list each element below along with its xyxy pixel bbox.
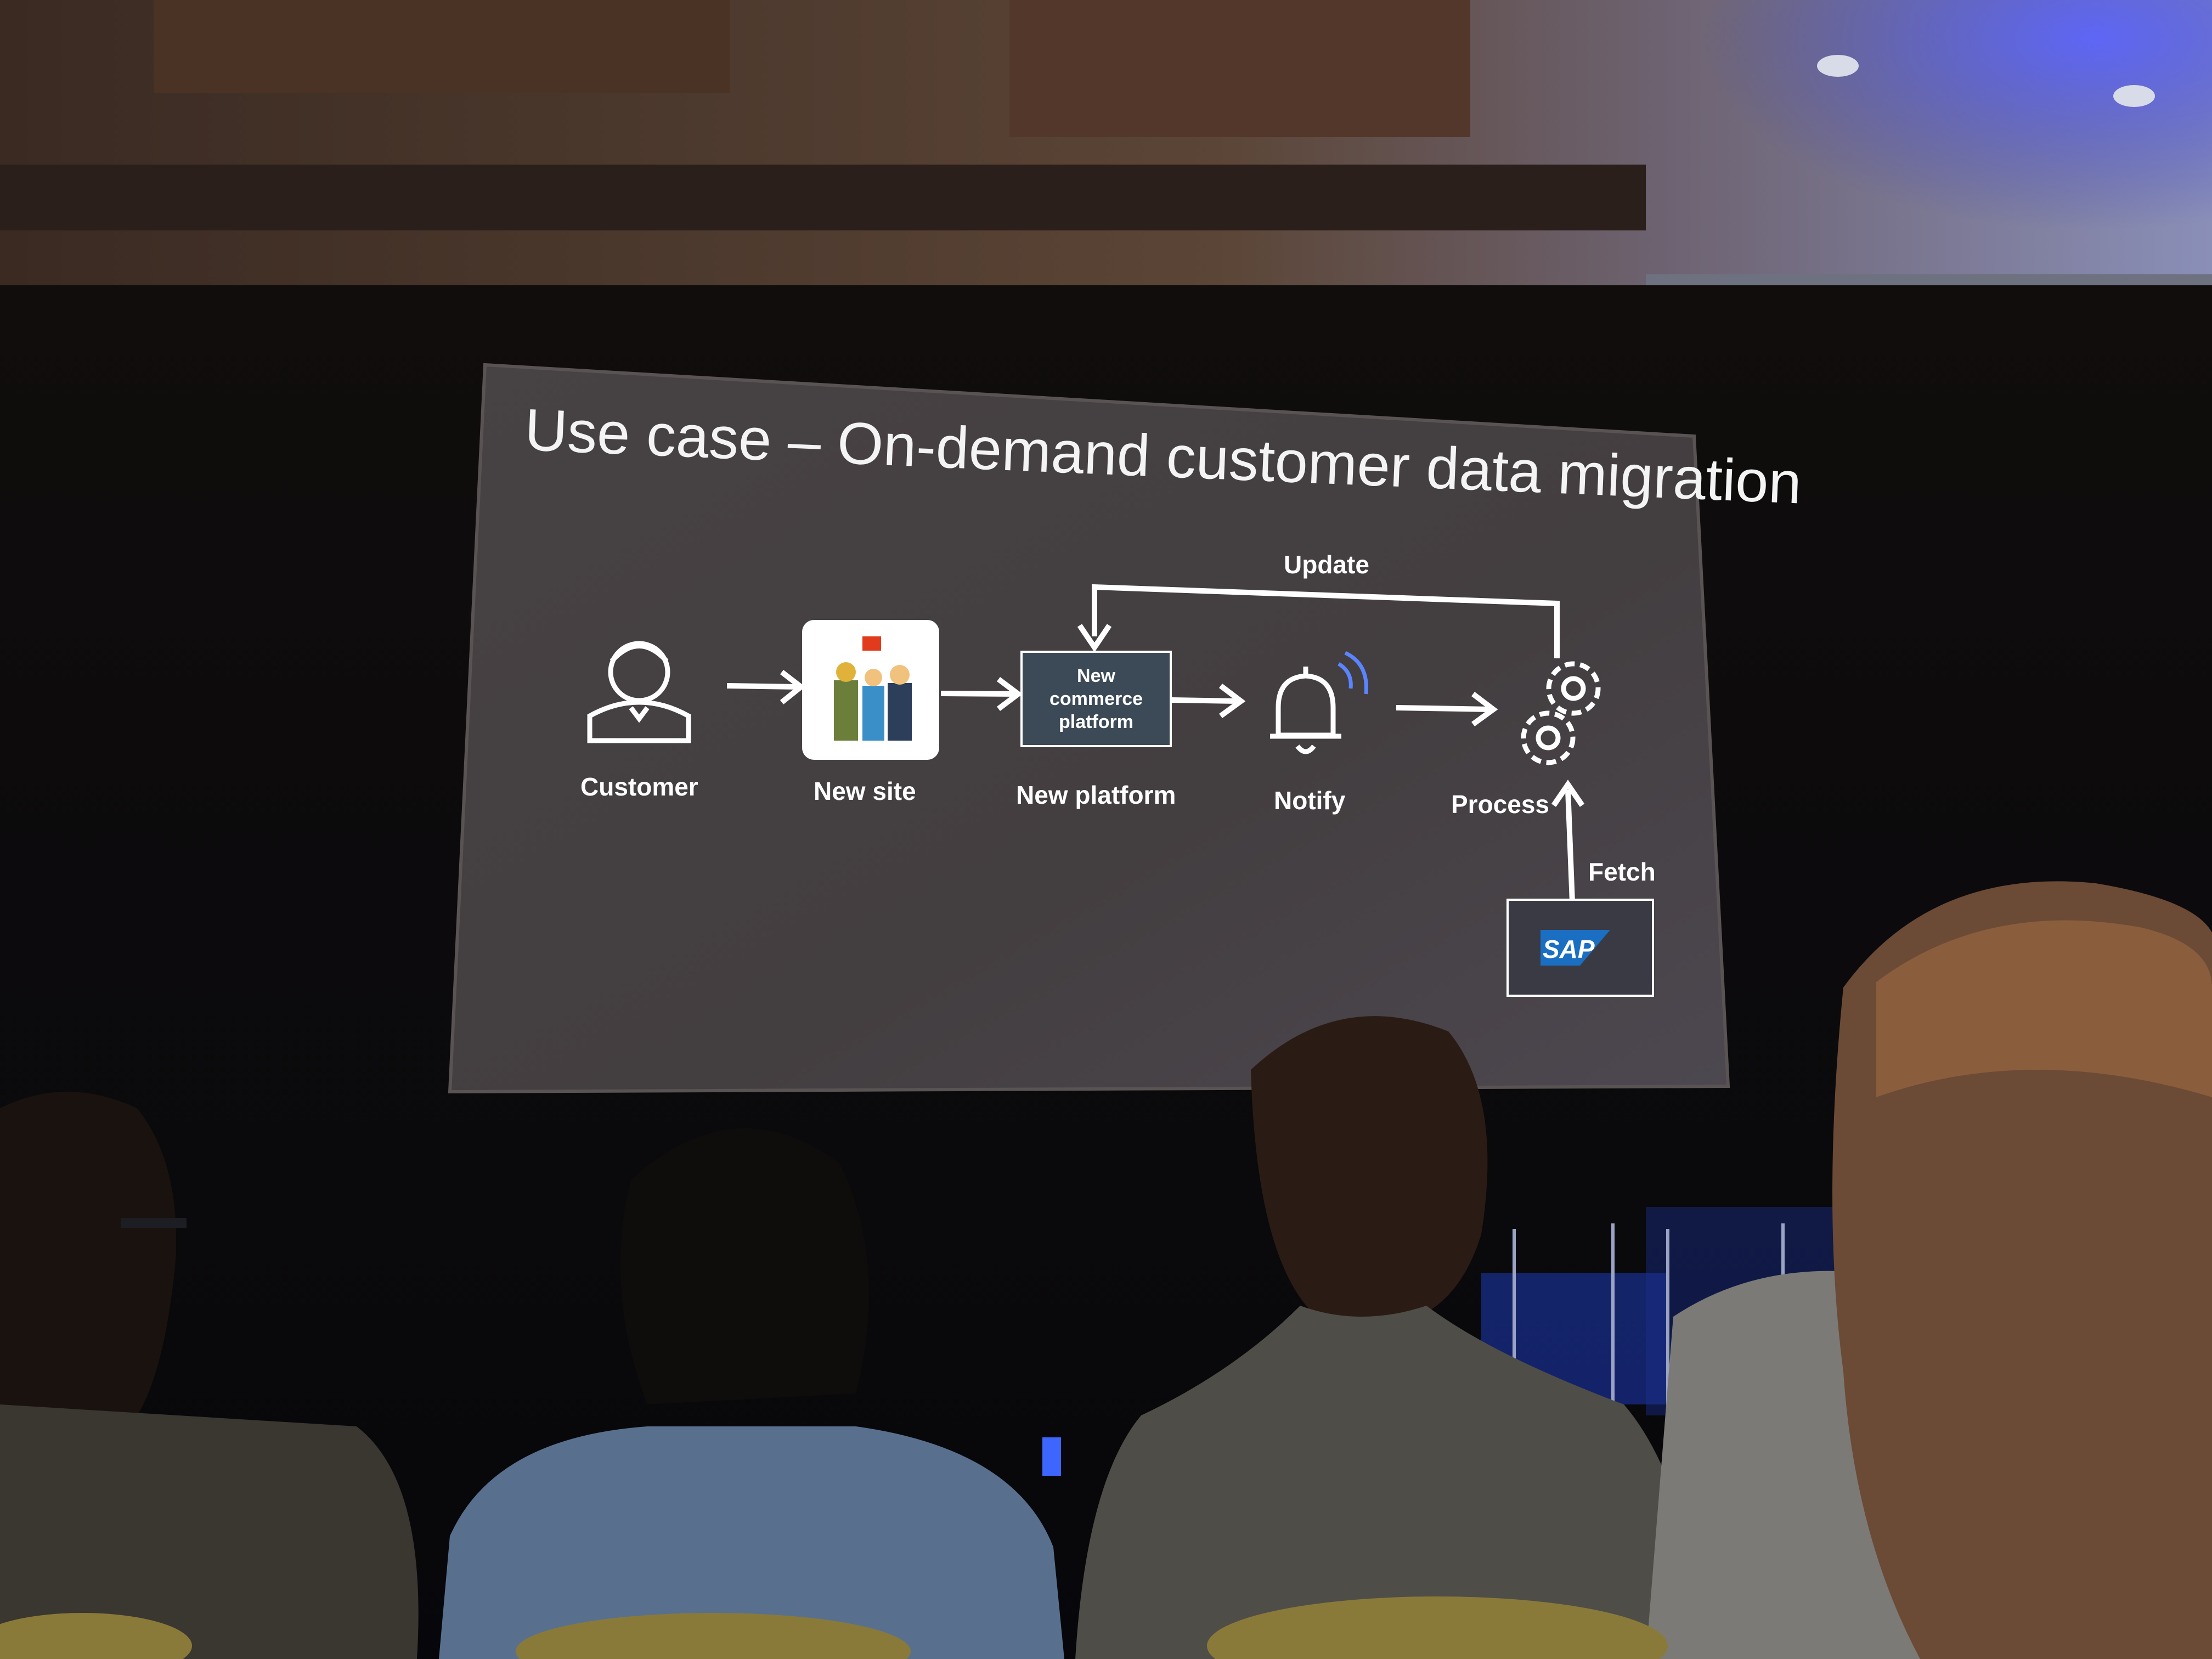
step-notify: Notify	[1274, 786, 1346, 815]
audience-person-left	[0, 1092, 419, 1659]
platform-box-line-2: commerce	[1049, 689, 1143, 709]
customer-icon	[587, 641, 691, 743]
fetch-arrow	[1551, 780, 1585, 903]
ceiling	[0, 0, 2212, 384]
chair-backs	[0, 1596, 1668, 1659]
step-new-site: New site	[814, 777, 916, 805]
arrow-platform-to-notify	[1171, 684, 1246, 719]
bell-icon	[1270, 651, 1369, 754]
platform-box: New commerce platform	[1020, 651, 1172, 747]
platform-box-line-1: New	[1077, 665, 1115, 686]
update-arrow	[1077, 584, 1560, 658]
gears-icon	[1521, 661, 1601, 765]
audience-person-center	[1075, 1016, 1706, 1659]
sap-box: SAP	[1506, 899, 1654, 997]
sap-logo: SAP	[1543, 935, 1595, 963]
audience	[0, 881, 2212, 1659]
audience-person-right	[1646, 881, 2212, 1659]
arrow-notify-to-process	[1396, 692, 1498, 727]
platform-box-line-3: platform	[1059, 712, 1133, 732]
step-new-platform: New platform	[1016, 781, 1176, 809]
step-customer: Customer	[580, 772, 698, 801]
audience-person-hoodie	[439, 1128, 1064, 1659]
new-site-thumbnail	[802, 620, 939, 760]
step-process: Process	[1451, 790, 1549, 819]
arrow-site-to-platform	[940, 677, 1023, 711]
arrow-customer-to-site	[726, 670, 806, 704]
fetch-label: Fetch	[1588, 857, 1656, 886]
update-label: Update	[1284, 550, 1369, 579]
